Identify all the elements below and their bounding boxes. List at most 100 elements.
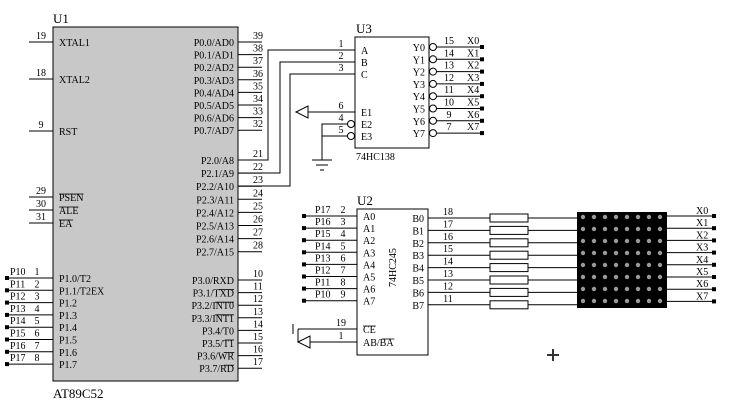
net-terminal-icon[interactable] bbox=[712, 238, 716, 243]
net-terminal-icon[interactable] bbox=[480, 106, 484, 111]
net-terminal-icon[interactable] bbox=[712, 299, 716, 304]
resistor-icon[interactable] bbox=[489, 225, 529, 235]
led-dot bbox=[613, 298, 619, 304]
led-dot bbox=[624, 214, 630, 220]
u1-pin-number: 8 bbox=[35, 353, 40, 364]
net-terminal-icon[interactable] bbox=[480, 94, 484, 99]
u2-pin-name: B7 bbox=[412, 301, 424, 312]
u3-pin-name: Y6 bbox=[413, 117, 425, 128]
net-terminal-icon[interactable] bbox=[480, 81, 484, 86]
net-terminal-icon[interactable] bbox=[302, 298, 306, 303]
u1-pin-name: P2.4/A12 bbox=[196, 208, 234, 219]
u1-pin-name: P1.7 bbox=[59, 360, 77, 371]
net-terminal-icon[interactable] bbox=[5, 288, 9, 293]
u1-pin-name: PSEN bbox=[59, 193, 83, 204]
net-label: X6 bbox=[467, 110, 479, 121]
net-terminal-icon[interactable] bbox=[712, 275, 716, 279]
resistor-icon[interactable] bbox=[489, 238, 529, 248]
net-terminal-icon[interactable] bbox=[712, 226, 716, 231]
net-terminal-icon[interactable] bbox=[5, 312, 9, 317]
u1-pin-number: 36 bbox=[253, 69, 263, 80]
net-terminal-icon[interactable] bbox=[302, 214, 306, 218]
u2-pin-name: B1 bbox=[412, 226, 424, 237]
u2-pin-name: A5 bbox=[363, 273, 375, 284]
net-terminal-icon[interactable] bbox=[302, 238, 306, 243]
u2-pin-name: B0 bbox=[412, 214, 424, 225]
net-terminal-icon[interactable] bbox=[480, 57, 484, 62]
led-matrix[interactable] bbox=[577, 212, 667, 308]
net-terminal-icon[interactable] bbox=[302, 286, 306, 291]
resistor-icon[interactable] bbox=[489, 275, 529, 285]
u1-pin-name: P3.5/T1 bbox=[202, 339, 234, 350]
u2-pin-name: A4 bbox=[363, 260, 375, 271]
net-terminal-icon[interactable] bbox=[302, 262, 306, 267]
led-dot bbox=[602, 286, 608, 292]
u1-pin-number: 16 bbox=[253, 345, 263, 356]
led-dot bbox=[602, 274, 608, 280]
led-dot bbox=[613, 214, 619, 220]
net-terminal-icon[interactable] bbox=[480, 131, 484, 136]
u2-pin-number: 11 bbox=[443, 294, 453, 305]
u1-body[interactable] bbox=[52, 26, 239, 382]
u1-pin-number: 3 bbox=[35, 292, 40, 303]
inverter-bubble-icon bbox=[429, 55, 437, 64]
net-terminal-icon[interactable] bbox=[712, 250, 716, 255]
led-dot bbox=[646, 226, 652, 232]
u2-pin-number: 1 bbox=[339, 331, 344, 342]
net-terminal-icon[interactable] bbox=[302, 274, 306, 279]
net-terminal-icon[interactable] bbox=[5, 349, 9, 354]
led-dot bbox=[624, 298, 630, 304]
net-terminal-icon[interactable] bbox=[480, 118, 484, 123]
net-terminal-icon[interactable] bbox=[480, 45, 484, 49]
u1-pin-name: P1.4 bbox=[59, 323, 77, 334]
u2-pin-name: A2 bbox=[363, 236, 375, 247]
net-terminal-icon[interactable] bbox=[712, 262, 716, 267]
net-terminal-icon[interactable] bbox=[5, 362, 9, 367]
led-dot bbox=[580, 262, 586, 268]
u2-body[interactable] bbox=[356, 208, 429, 356]
net-label: P13 bbox=[10, 304, 26, 315]
led-dot bbox=[624, 262, 630, 268]
u2-pin-number: 9 bbox=[341, 290, 346, 301]
u2-part: 74HC245 bbox=[388, 248, 399, 287]
u1-pin-name: P2.5/A13 bbox=[196, 222, 234, 233]
resistor-icon[interactable] bbox=[489, 287, 529, 297]
u2-pin-number: 17 bbox=[443, 219, 453, 230]
resistor-icon[interactable] bbox=[489, 250, 529, 260]
net-terminal-icon[interactable] bbox=[480, 69, 484, 74]
u3-pin-name: Y4 bbox=[413, 92, 425, 103]
net-terminal-icon[interactable] bbox=[712, 214, 716, 218]
net-terminal-icon[interactable] bbox=[302, 226, 306, 231]
led-dot bbox=[624, 274, 630, 280]
led-dot bbox=[635, 262, 641, 268]
net-terminal-icon[interactable] bbox=[5, 325, 9, 330]
u3-pin-name: Y2 bbox=[413, 68, 425, 79]
net-terminal-icon[interactable] bbox=[5, 337, 9, 342]
u2-pin-number: 12 bbox=[443, 281, 453, 292]
u1-pin-name: P0.0/AD0 bbox=[194, 38, 234, 49]
net-label: P11 bbox=[10, 279, 25, 290]
u1-pin-number: 15 bbox=[253, 332, 263, 343]
net-terminal-icon[interactable] bbox=[712, 287, 716, 292]
u2-pin-name: A7 bbox=[363, 297, 375, 308]
led-dot bbox=[613, 274, 619, 280]
u1-pin-number: 26 bbox=[253, 215, 263, 226]
led-dot bbox=[591, 214, 597, 220]
resistor-icon[interactable] bbox=[489, 213, 529, 223]
resistor-icon[interactable] bbox=[489, 300, 529, 310]
net-label: P15 bbox=[10, 329, 26, 340]
u3-pin-name: E1 bbox=[361, 108, 372, 119]
led-dot bbox=[602, 214, 608, 220]
net-label: X1 bbox=[467, 48, 479, 59]
led-dot bbox=[624, 226, 630, 232]
resistor-icon[interactable] bbox=[489, 263, 529, 273]
net-terminal-icon[interactable] bbox=[5, 300, 9, 305]
led-dot bbox=[646, 274, 652, 280]
u3-body[interactable] bbox=[354, 36, 430, 149]
net-terminal-icon[interactable] bbox=[302, 250, 306, 255]
u2-pin-number: 8 bbox=[341, 278, 346, 289]
led-dot bbox=[635, 298, 641, 304]
u2-pin-name: CE bbox=[363, 325, 376, 336]
net-terminal-icon[interactable] bbox=[5, 276, 9, 280]
